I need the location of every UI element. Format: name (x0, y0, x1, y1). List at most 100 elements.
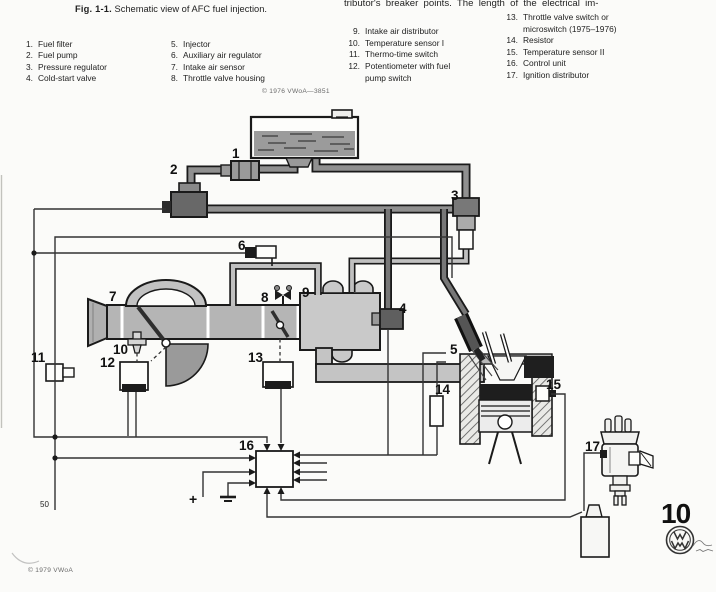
callouts: 1 2 3 4 5 6 7 8 9 10 11 12 13 14 15 16 1… (31, 146, 600, 454)
legend-item: 8.Throttle valve housing (171, 73, 265, 84)
resistor (429, 395, 444, 427)
injector-wire (422, 352, 446, 455)
coil-wire (266, 494, 583, 518)
callout-8: 8 (261, 290, 269, 305)
callout-2: 2 (170, 162, 178, 177)
injector-fuel-drop (440, 209, 470, 317)
pencil-mark (11, 552, 40, 564)
resistor-wire (436, 361, 446, 396)
control-unit-arrows (249, 444, 300, 494)
potentiometer (119, 361, 149, 392)
terminal-50-label: 50 (40, 500, 49, 509)
fuel-return-line (311, 155, 471, 212)
wire-junction-dots (31, 250, 58, 461)
ignition-distributor (600, 415, 654, 506)
callout-10: 10 (113, 342, 128, 357)
thermo-time-switch (45, 363, 75, 382)
control-unit (255, 450, 294, 488)
callout-6: 6 (238, 238, 246, 253)
callout-14: 14 (435, 382, 451, 397)
left-bus-wire (33, 209, 268, 443)
connecting-rod (488, 431, 499, 465)
pressure-regulator (452, 197, 480, 250)
cold-start-valve (371, 308, 404, 330)
legend-item: 1.Fuel filter (26, 39, 73, 49)
pump-inlet (162, 201, 171, 213)
head-dark-mass (524, 356, 554, 378)
callout-15: 15 (546, 377, 562, 392)
vw-logo (665, 525, 695, 555)
distributor-wire (583, 452, 600, 511)
legend-item: 17.Ignition distributor (506, 69, 590, 80)
fuel-supply-line (186, 155, 462, 214)
throttle-valve-switch (262, 361, 294, 389)
filler-cap (331, 109, 353, 119)
legend-item: 9.Intake air distributor (353, 26, 439, 36)
legend-item: 11.Thermo-time switch (348, 49, 439, 60)
legend-item: 13.Throttle valve switch or (506, 12, 609, 22)
fuel-filter (220, 160, 260, 181)
engine-cylinder (459, 331, 554, 465)
legend-item: 7.Intake air sensor (171, 61, 245, 72)
legend-item: 6.Auxiliary air regulator (171, 50, 262, 61)
wrist-pin (497, 414, 513, 430)
vacuum-unit (628, 450, 654, 469)
sensor-flap-sweep (165, 343, 209, 387)
legend-item-continuation: microswitch (1975–1976) (523, 23, 617, 34)
afc-fuel-injection-schematic: 1 2 3 4 5 6 7 8 9 10 11 12 13 14 15 16 1… (0, 109, 714, 564)
intake-port (487, 355, 527, 381)
legend-item: 4.Cold-start valve (26, 73, 97, 84)
dashed-links (136, 339, 281, 362)
fuel-pump (162, 182, 208, 218)
piston (478, 399, 533, 465)
aux-air-regulator (245, 245, 277, 266)
legend-item: 16.Control unit (506, 58, 566, 68)
copyright-credit-bottom: © 1979 VWoA (28, 567, 74, 574)
figure-caption-text: Schematic view of AFC fuel injection. (111, 4, 267, 14)
legend-item: 5.Injector (171, 39, 211, 49)
legend-item: 2.Fuel pump (26, 50, 78, 61)
auxiliary-air-bypass-hose (229, 262, 322, 306)
legend-column-4: 13.Throttle valve switch or microswitch … (502, 12, 617, 81)
air-horn (87, 297, 108, 348)
ground-wire (227, 482, 249, 496)
injector (454, 312, 486, 362)
callout-4: 4 (399, 301, 407, 316)
legend-item-continuation: pump switch (365, 72, 412, 83)
figure-caption-label: Fig. 1-1. (75, 4, 112, 14)
legend-item: 10.Temperature sensor I (348, 37, 445, 48)
temperature-sensor-1 (127, 331, 147, 354)
legend-column-2: 5.Injector 6.Auxiliary air regulator 7.I… (162, 39, 265, 85)
copyright-credit-top: © 1976 VWoA—3851 (262, 88, 330, 95)
top-right-paragraph-fragment: tributor's breaker points. The length of… (344, 0, 599, 9)
margin-scribble (692, 540, 714, 553)
legend-column-3: 9.Intake air distributor 10.Temperature … (344, 26, 450, 85)
ground-symbol (220, 495, 236, 502)
page-number: 10 (661, 498, 691, 529)
callout-12: 12 (100, 355, 115, 370)
callout-9: 9 (302, 285, 310, 300)
callout-5: 5 (450, 342, 458, 357)
callout-13: 13 (248, 350, 264, 365)
legend-item: 3.Pressure regulator (26, 61, 107, 72)
intake-air-distributor (299, 280, 381, 363)
sensor-flap (136, 305, 168, 345)
distributor-cap (600, 431, 640, 445)
legend-column-1: 1.Fuel filter 2.Fuel pump 3.Pressure reg… (17, 39, 107, 85)
valve-stems (481, 331, 513, 365)
legend-item: 12.Potentiometer with fuel (348, 61, 451, 72)
main-left-wire (54, 236, 453, 510)
cylinder-head-band (480, 384, 532, 400)
legend-item: 14.Resistor (506, 35, 554, 45)
intake-air-sensor (124, 279, 209, 387)
distributor-shaft (609, 475, 631, 506)
plus-wire (202, 471, 249, 497)
tank-outlet (284, 157, 314, 168)
plus-terminal: + (189, 491, 197, 507)
callout-7: 7 (109, 289, 117, 304)
legend-item: 15.Temperature sensor II (506, 46, 605, 57)
throttle-valve (270, 285, 292, 338)
flap-pivot (161, 338, 171, 348)
distributor-terminal (600, 450, 607, 458)
figure-caption: Fig. 1-1. Schematic view of AFC fuel inj… (75, 4, 267, 14)
